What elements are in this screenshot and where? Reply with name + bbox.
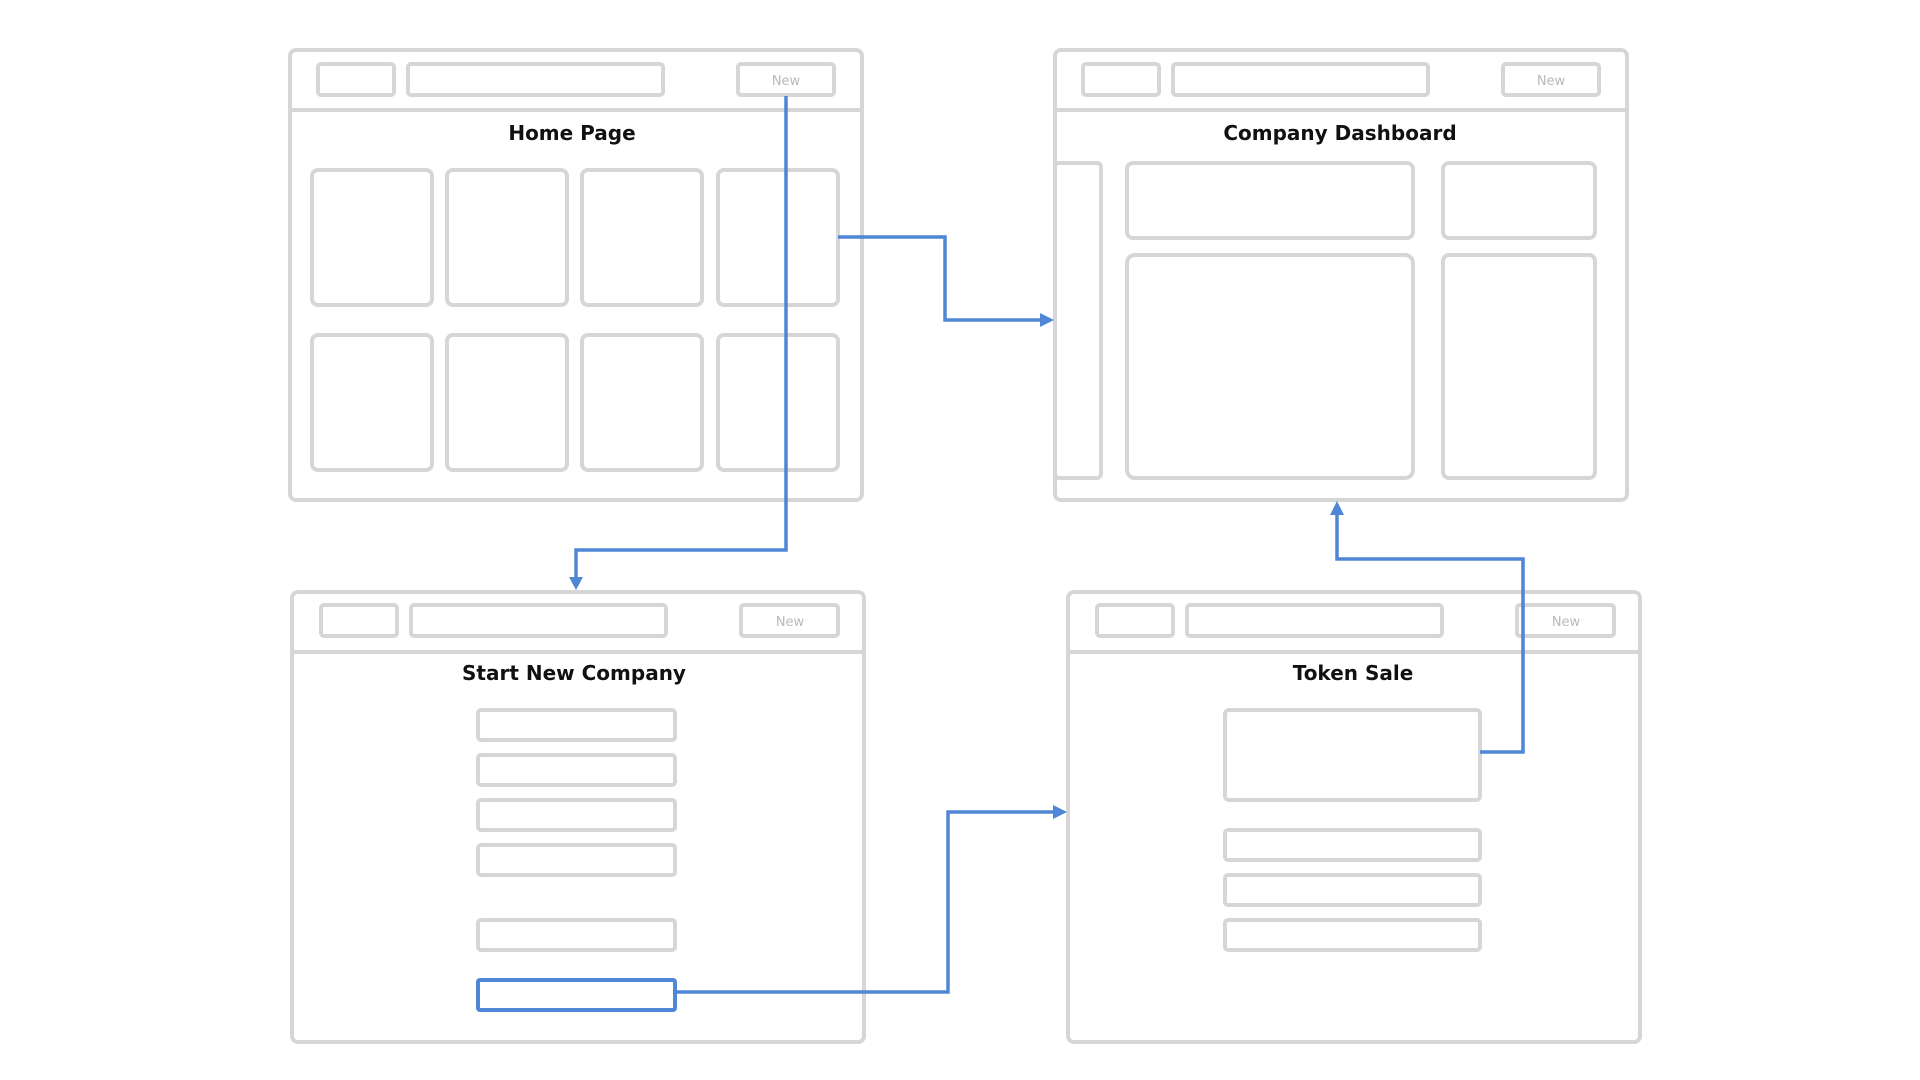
dashboard-sidebar[interactable] — [1053, 161, 1103, 480]
start-form-field[interactable] — [476, 708, 677, 742]
home-search-box[interactable] — [406, 62, 665, 97]
home-card[interactable] — [580, 168, 704, 307]
start-form-field[interactable] — [476, 843, 677, 877]
start-company-title: Start New Company — [462, 661, 686, 685]
start-form-field[interactable] — [476, 753, 677, 787]
dashboard-main-panel[interactable] — [1125, 253, 1415, 480]
dashboard-new-button[interactable] — [1501, 62, 1601, 97]
start-form-field[interactable] — [476, 798, 677, 832]
token-search-box[interactable] — [1185, 603, 1444, 638]
arrowhead-token-to-dashboard — [1330, 501, 1344, 515]
dashboard-top-right-panel[interactable] — [1441, 161, 1597, 240]
token-main-box[interactable] — [1223, 708, 1482, 802]
dashboard-top-panel[interactable] — [1125, 161, 1415, 240]
flow-arrow-home-to-dashboard — [838, 235, 1040, 322]
start-search-box[interactable] — [409, 603, 668, 638]
home-logo-box[interactable] — [316, 62, 396, 97]
token-form-field[interactable] — [1223, 828, 1482, 862]
flow-arrow-token-to-dashboard — [1335, 515, 1525, 754]
home-card[interactable] — [716, 333, 840, 472]
token-sale-title: Token Sale — [1293, 661, 1414, 685]
home-new-button-label: New — [772, 74, 801, 89]
token-form-field[interactable] — [1223, 873, 1482, 907]
home-card[interactable] — [445, 168, 569, 307]
dashboard-new-button-label: New — [1537, 74, 1566, 89]
token-sale-frame — [1066, 590, 1642, 1044]
flow-arrows — [569, 96, 1525, 994]
token-logo-box[interactable] — [1095, 603, 1175, 638]
home-page-screen: New Home Page — [288, 48, 864, 502]
home-card[interactable] — [445, 333, 569, 472]
home-card[interactable] — [310, 333, 434, 472]
home-card[interactable] — [310, 168, 434, 307]
start-logo-box[interactable] — [319, 603, 399, 638]
home-card[interactable] — [716, 168, 840, 307]
home-card[interactable] — [580, 333, 704, 472]
dashboard-logo-box[interactable] — [1081, 62, 1161, 97]
token-new-button-label: New — [1552, 615, 1581, 630]
flow-arrow-home-to-start — [574, 96, 788, 577]
dashboard-search-box[interactable] — [1171, 62, 1430, 97]
token-new-button[interactable] — [1515, 603, 1616, 638]
arrowhead-home-to-dashboard — [1040, 313, 1054, 327]
company-dashboard-screen: New Company Dashboard — [1053, 48, 1629, 502]
arrowhead-home-to-start — [569, 577, 583, 590]
arrowhead-start-to-token — [1053, 805, 1067, 819]
start-new-button-label: New — [776, 615, 805, 630]
dashboard-title: Company Dashboard — [1223, 121, 1456, 145]
flow-arrow-start-to-token — [675, 810, 1053, 994]
home-page-title: Home Page — [508, 121, 635, 145]
start-new-company-screen: New Start New Company — [290, 590, 866, 1044]
home-new-button[interactable] — [736, 62, 836, 97]
dashboard-right-panel[interactable] — [1441, 253, 1597, 480]
token-sale-screen: New Token Sale — [1066, 590, 1642, 1044]
token-form-field[interactable] — [1223, 918, 1482, 952]
start-form-field[interactable] — [476, 918, 677, 952]
start-submit-field[interactable] — [476, 978, 677, 1012]
start-new-button[interactable] — [739, 603, 840, 638]
